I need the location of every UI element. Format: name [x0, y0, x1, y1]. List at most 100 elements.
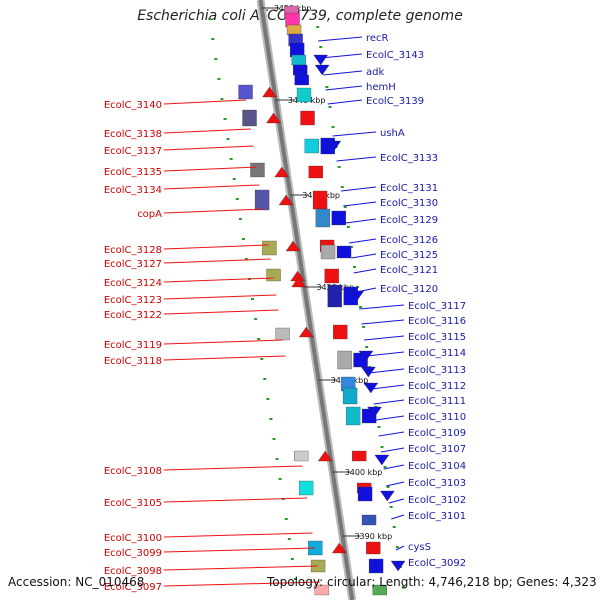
ring-tick	[401, 586, 405, 588]
kbp-label: 3400 kbp	[345, 468, 383, 477]
left-gene-label: EcolC_3140	[104, 100, 162, 111]
right-leader-line	[363, 335, 405, 341]
gene-block	[291, 54, 306, 66]
forward-arrow	[332, 542, 347, 554]
gene-block	[300, 110, 315, 126]
ring-tick	[260, 358, 264, 360]
right-gene-label: hemH	[366, 82, 396, 93]
right-gene-label: EcolC_3120	[380, 284, 438, 295]
left-gene-label: EcolC_3105	[104, 498, 162, 509]
gene-block	[357, 486, 373, 502]
left-gene-label: EcolC_3098	[104, 566, 162, 577]
left-gene-label: EcolC_3127	[104, 259, 162, 270]
gene-block	[320, 244, 336, 260]
right-gene-label: adk	[366, 67, 384, 78]
right-leader-line	[380, 447, 405, 453]
left-leader-line	[163, 99, 247, 105]
gene-block	[262, 240, 277, 256]
reverse-arrow	[314, 64, 330, 76]
summary-text: Topology: circular; Length: 4,746,218 bp…	[267, 575, 597, 589]
forward-arrow	[291, 276, 306, 288]
ring-tick	[208, 18, 212, 20]
right-gene-label: EcolC_3129	[380, 215, 438, 226]
left-gene-label: EcolC_3128	[104, 245, 162, 256]
right-leader-line	[343, 201, 377, 207]
right-gene-label: EcolC_3130	[380, 198, 438, 209]
right-leader-line	[378, 431, 405, 437]
right-gene-label: EcolC_3131	[380, 183, 438, 194]
right-gene-label: EcolC_3115	[408, 332, 466, 343]
reverse-arrow	[380, 490, 395, 502]
gene-block	[327, 284, 342, 308]
left-leader-line	[163, 145, 254, 151]
right-gene-label: cysS	[408, 542, 431, 553]
gene-block	[345, 406, 361, 426]
ring-tick	[232, 178, 236, 180]
ring-tick	[272, 438, 276, 440]
ring-tick	[275, 458, 279, 460]
ring-tick	[319, 46, 323, 48]
right-leader-line	[341, 186, 377, 192]
left-leader-line	[163, 184, 260, 190]
right-leader-line	[323, 70, 363, 76]
ring-tick	[293, 578, 297, 580]
forward-arrow	[278, 194, 294, 206]
left-gene-label: EcolC_3100	[104, 533, 162, 544]
left-gene-label: EcolC_3135	[104, 167, 162, 178]
right-gene-label: EcolC_3111	[408, 396, 466, 407]
left-gene-label: EcolC_3138	[104, 129, 162, 140]
left-gene-label: copA	[137, 209, 162, 220]
right-gene-label: EcolC_3126	[380, 235, 438, 246]
gene-block	[337, 350, 352, 370]
gene-block	[314, 584, 329, 596]
left-gene-label: EcolC_3123	[104, 295, 162, 306]
right-leader-line	[395, 545, 405, 551]
gene-block	[308, 165, 323, 179]
ring-tick	[238, 218, 242, 220]
right-gene-label: EcolC_3121	[380, 265, 438, 276]
right-leader-line	[391, 514, 405, 520]
left-gene-label: EcolC_3108	[104, 466, 162, 477]
forward-arrow	[274, 166, 290, 178]
ring-tick	[337, 166, 341, 168]
left-leader-line	[163, 339, 284, 345]
map-title: Escherichia coli ATCC 8739, complete gen…	[137, 8, 463, 24]
ring-tick	[235, 198, 239, 200]
right-gene-label: EcolC_3103	[408, 478, 466, 489]
gene-block	[275, 327, 290, 341]
left-leader-line	[163, 277, 274, 283]
ring-tick	[254, 318, 258, 320]
ring-tick	[359, 306, 363, 308]
ring-tick	[220, 98, 224, 100]
gene-block	[372, 584, 387, 596]
right-leader-line	[383, 464, 405, 470]
right-leader-line	[332, 131, 377, 137]
ring-tick	[263, 378, 267, 380]
accession-text: Accession: NC_010468	[8, 575, 145, 589]
left-leader-line	[163, 565, 318, 571]
ring-tick	[352, 266, 356, 268]
right-gene-label: EcolC_3114	[408, 348, 466, 359]
ring-tick	[290, 558, 294, 560]
ring-tick	[217, 78, 221, 80]
reverse-arrow	[361, 366, 376, 378]
right-leader-line	[351, 253, 377, 259]
ring-tick	[269, 418, 273, 420]
gene-block	[294, 450, 309, 462]
ring-tick	[278, 478, 282, 480]
left-leader-line	[163, 128, 251, 134]
gene-block	[304, 138, 319, 154]
gene-block	[242, 109, 257, 127]
right-gene-label: EcolC_3116	[408, 316, 466, 327]
gene-block	[368, 558, 384, 574]
gene-block	[342, 387, 358, 405]
gene-block	[352, 450, 367, 462]
right-leader-line	[371, 384, 405, 390]
left-gene-label: EcolC_3119	[104, 340, 162, 351]
right-leader-line	[345, 218, 377, 224]
forward-arrow	[317, 450, 333, 462]
ring-tick	[257, 338, 261, 340]
gene-block	[250, 162, 265, 178]
right-leader-line	[376, 415, 405, 421]
right-leader-line	[388, 498, 405, 504]
